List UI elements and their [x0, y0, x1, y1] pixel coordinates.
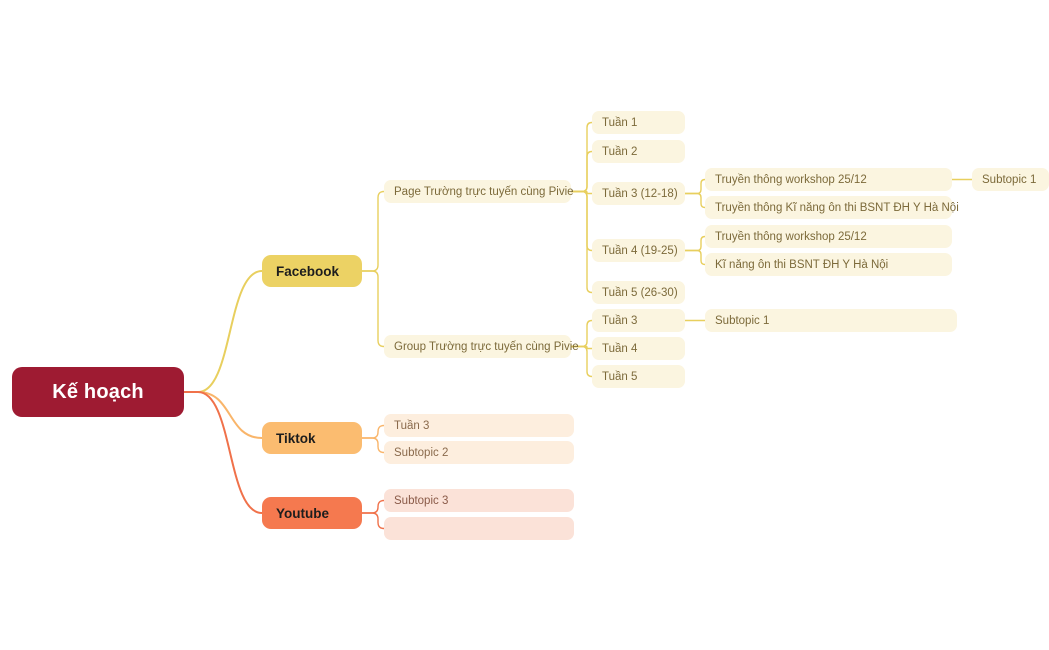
mindmap-node-fb-page-w1[interactable]: Tuần 1 [592, 111, 685, 134]
connector-tiktok-to-tk-s2 [361, 437, 385, 454]
mindmap-node-label: Tuần 3 [602, 314, 638, 327]
connector-fb-page-to-fb-page-w5 [570, 190, 593, 294]
mindmap-node-label: Truyền thông Kĩ năng ôn thi BSNT ĐH Y Hà… [715, 201, 959, 214]
connector-fb-page-w3-to-fb-page-w3-c2 [684, 192, 706, 209]
mindmap-node-label: Tuần 5 (26-30) [602, 286, 678, 299]
mindmap-node-fb-page-w2[interactable]: Tuần 2 [592, 140, 685, 163]
mindmap-node-fb-page-w4[interactable]: Tuần 4 (19-25) [592, 239, 685, 262]
mindmap-node-label: Subtopic 1 [715, 314, 770, 327]
mindmap-node-fb-group-w5[interactable]: Tuần 5 [592, 365, 685, 388]
mindmap-node-fb-page-w4-c1[interactable]: Truyền thông workshop 25/12 [705, 225, 952, 248]
mindmap-node-root[interactable]: Kế hoạch [12, 367, 184, 417]
connector-root-to-tiktok [183, 391, 263, 439]
connector-fb-page-w3-to-fb-page-w3-c1 [684, 178, 706, 195]
mindmap-node-label: Kế hoạch [52, 380, 144, 403]
mindmap-node-fb-group-w3-s1[interactable]: Subtopic 1 [705, 309, 957, 332]
mindmap-node-fb-page-w3-c2[interactable]: Truyền thông Kĩ năng ôn thi BSNT ĐH Y Hà… [705, 196, 959, 219]
connector-fb-page-to-fb-page-w2 [570, 150, 593, 193]
mindmap-node-yt-s3[interactable]: Subtopic 3 [384, 489, 574, 512]
connector-youtube-to-yt-empty [361, 512, 385, 530]
connector-tiktok-to-tk-w3 [361, 424, 385, 439]
mindmap-node-label: Tuần 3 [394, 419, 430, 432]
connector-facebook-to-fb-group [361, 270, 385, 348]
connector-fb-page-w4-to-fb-page-w4-c1 [684, 235, 706, 252]
mindmap-node-label: Tuần 3 (12-18) [602, 187, 678, 200]
mindmap-node-label: Subtopic 2 [394, 446, 449, 459]
mindmap-node-fb-page-w3[interactable]: Tuần 3 (12-18) [592, 182, 685, 205]
connector-root-to-youtube [183, 391, 263, 514]
connector-facebook-to-fb-page [361, 190, 385, 272]
connector-youtube-to-yt-s3 [361, 499, 385, 514]
mindmap-node-fb-group-w3[interactable]: Tuần 3 [592, 309, 685, 332]
mindmap-node-label: Truyền thông workshop 25/12 [715, 230, 867, 243]
mindmap-node-fb-page[interactable]: Page Trường trực tuyến cùng Pivie [384, 180, 574, 203]
mindmap-node-label: Truyền thông workshop 25/12 [715, 173, 867, 186]
connector-fb-page-to-fb-page-w1 [570, 121, 593, 193]
mindmap-node-label: Tiktok [276, 430, 316, 446]
mindmap-node-tk-s2[interactable]: Subtopic 2 [384, 441, 574, 464]
mindmap-node-fb-page-w5[interactable]: Tuần 5 (26-30) [592, 281, 685, 304]
mindmap-node-yt-empty[interactable] [384, 517, 574, 540]
mindmap-node-tk-w3[interactable]: Tuần 3 [384, 414, 574, 437]
mindmap-node-fb-group[interactable]: Group Trường trực tuyến cùng Pivie [384, 335, 579, 358]
connector-root-to-facebook [183, 270, 263, 393]
mindmap-node-label: Tuần 5 [602, 370, 638, 383]
mindmap-node-label: Group Trường trực tuyến cùng Pivie [394, 340, 579, 353]
connector-fb-page-to-fb-page-w4 [570, 190, 593, 252]
mindmap-node-label: Youtube [276, 505, 329, 521]
mindmap-node-label: Page Trường trực tuyến cùng Pivie [394, 185, 574, 198]
mindmap-node-label: Subtopic 1 [982, 173, 1037, 186]
connector-fb-page-w4-to-fb-page-w4-c2 [684, 249, 706, 266]
mindmap-node-label: Subtopic 3 [394, 494, 449, 507]
mindmap-node-fb-page-w4-c2[interactable]: Kĩ năng ôn thi BSNT ĐH Y Hà Nội [705, 253, 952, 276]
mindmap-node-fb-page-w3-c1[interactable]: Truyền thông workshop 25/12 [705, 168, 952, 191]
mindmap-node-label: Tuần 4 [602, 342, 638, 355]
mindmap-node-label: Tuần 1 [602, 116, 638, 129]
mindmap-node-tiktok[interactable]: Tiktok [262, 422, 362, 454]
mindmap-node-facebook[interactable]: Facebook [262, 255, 362, 287]
mindmap-node-label: Kĩ năng ôn thi BSNT ĐH Y Hà Nội [715, 258, 889, 271]
mindmap-node-label: Tuần 2 [602, 145, 638, 158]
mindmap-node-label: Tuần 4 (19-25) [602, 244, 678, 257]
connector-fb-page-to-fb-page-w3 [570, 190, 593, 195]
mindmap-node-label: Facebook [276, 263, 340, 279]
mindmap-node-fb-page-w3-c1-s1[interactable]: Subtopic 1 [972, 168, 1049, 191]
mindmap-node-youtube[interactable]: Youtube [262, 497, 362, 529]
mindmap-node-fb-group-w4[interactable]: Tuần 4 [592, 337, 685, 360]
